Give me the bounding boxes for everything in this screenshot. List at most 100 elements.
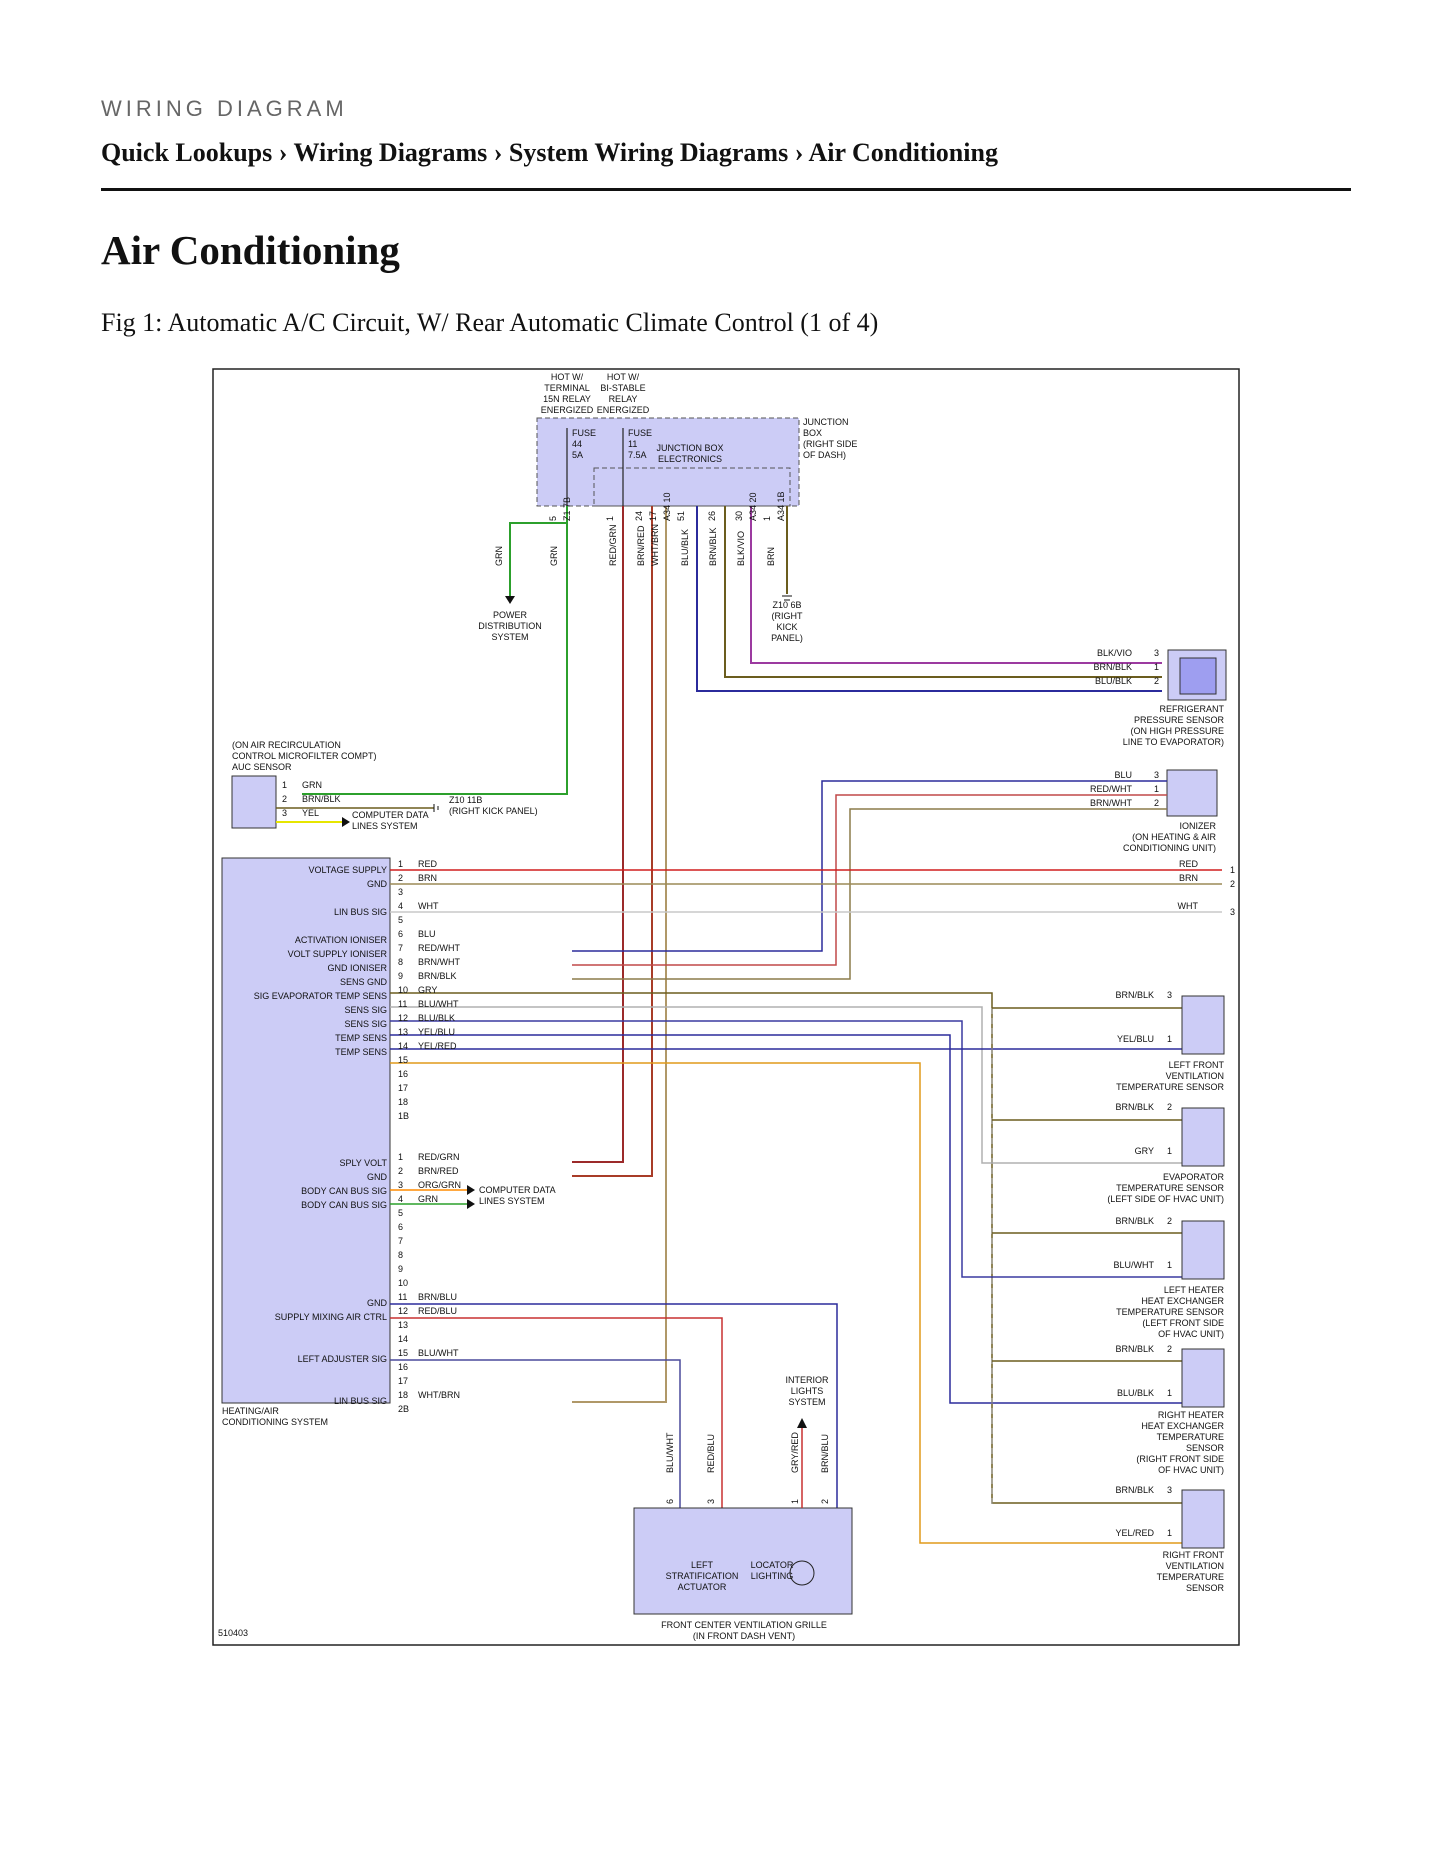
ground-z10-11b-label: (RIGHT KICK PANEL) (449, 806, 538, 816)
hvac-pin: 12 (398, 1306, 408, 1316)
ground-z10-6b-label: KICK (776, 622, 797, 632)
hvac-pin: 13 (398, 1320, 408, 1330)
vent-grille-name: FRONT CENTER VENTILATION GRILLE (661, 1620, 827, 1630)
grille-pin: 1 (790, 1499, 800, 1504)
temp-sensor-name: (LEFT FRONT SIDE (1142, 1318, 1224, 1328)
junction-box-name: BOX (803, 428, 822, 438)
hot-label-bistable: ENERGIZED (597, 405, 650, 415)
junction-box-name: JUNCTION (803, 417, 849, 427)
temp-sensor-pin: 1 (1167, 1260, 1172, 1270)
temp-sensor-pin: 1 (1167, 1388, 1172, 1398)
refrigerant-wire-label: BLK/VIO (1097, 648, 1132, 658)
hvac-pin: 7 (398, 943, 403, 953)
breadcrumb-separator: › (493, 138, 503, 167)
ground-z10-11b-label: Z10 11B (449, 795, 482, 805)
ionizer-wire-label: RED/WHT (1090, 784, 1132, 794)
temp-sensor-name: RIGHT HEATER (1158, 1410, 1225, 1420)
refrigerant-pin: 1 (1154, 662, 1159, 672)
refrigerant-pin: 3 (1154, 648, 1159, 658)
junction-box-electronics-label: JUNCTION BOX (656, 443, 723, 453)
fuse-44-label: FUSE (572, 428, 596, 438)
breadcrumb: Quick Lookups › Wiring Diagrams › System… (101, 138, 998, 168)
breadcrumb-wiring-diagrams[interactable]: Wiring Diagrams (293, 138, 488, 167)
grille-wire-label: RED/BLU (706, 1434, 716, 1473)
ionizer (1166, 769, 1218, 817)
hvac-wire-label: GRN (418, 1194, 438, 1204)
refrigerant-sensor-name: LINE TO EVAPORATOR) (1123, 737, 1224, 747)
temp-sensor-wire-label: BRN/BLK (1115, 990, 1154, 1000)
ground-z10-11b (433, 804, 439, 812)
breadcrumb-air-conditioning[interactable]: Air Conditioning (808, 138, 998, 167)
hvac-pin: 1 (398, 859, 403, 869)
interior-lights-label: LIGHTS (791, 1386, 824, 1396)
hvac-wire-label: YEL/RED (418, 1041, 457, 1051)
figure-caption: Fig 1: Automatic A/C Circuit, W/ Rear Au… (101, 308, 879, 337)
junction-box-pin: A34 20 (748, 492, 758, 521)
refrigerant-pin: 2 (1154, 676, 1159, 686)
hvac-pin: 2 (398, 1166, 403, 1176)
auc-wire-label: YEL (302, 808, 319, 818)
breadcrumb-separator: › (794, 138, 804, 167)
wire-color-label: GRN (494, 546, 504, 566)
hvac-pin: 2 (398, 873, 403, 883)
breadcrumb-quick-lookups[interactable]: Quick Lookups (101, 138, 273, 167)
breadcrumb-system-wiring-diagrams[interactable]: System Wiring Diagrams (508, 138, 789, 167)
wire-color-label: BRN/RED (636, 525, 646, 566)
temp-sensor-name: TEMPERATURE SENSOR (1116, 1307, 1224, 1317)
grille-pin: 6 (665, 1499, 675, 1504)
locator-lighting-label: LOCATOR (751, 1560, 794, 1570)
temp-sensor-pin: 2 (1167, 1102, 1172, 1112)
temp-sensor-boxes (1181, 995, 1225, 1549)
hvac-function-label: VOLT SUPPLY IONISER (288, 949, 388, 959)
hvac-function-label: SPLY VOLT (339, 1158, 387, 1168)
hvac-function-label: SENS SIG (344, 1005, 387, 1015)
junction-box-wires (302, 506, 1162, 1403)
locator-lighting-label: LIGHTING (751, 1571, 794, 1581)
hvac-pin: 17 (398, 1376, 408, 1386)
grille-wire-label: BLU/WHT (665, 1432, 675, 1473)
hvac-wire-label: RED (418, 859, 438, 869)
hvac-pin: 1 (398, 1152, 403, 1162)
fuse-11-label: 7.5A (628, 450, 647, 460)
temp-sensor-name: TEMPERATURE (1157, 1572, 1224, 1582)
auc-wire-label: GRN (302, 780, 322, 790)
continuation-pin: 2 (1230, 879, 1235, 889)
hvac-pin: 8 (398, 1250, 403, 1260)
junction-box-pin: 51 (676, 511, 686, 521)
hvac-pin: 1B (398, 1111, 409, 1121)
temp-sensor-name: SENSOR (1186, 1583, 1225, 1593)
auc-sensor-name: (ON AIR RECIRCULATION (232, 740, 341, 750)
ground-z10-6b-label: Z10 6B (772, 600, 801, 610)
junction-box-pin: 30 (734, 511, 744, 521)
hvac-wire-label: BLU/BLK (418, 1013, 455, 1023)
hvac-wire-label: YEL/BLU (418, 1027, 455, 1037)
hvac-wire-label: GRY (418, 985, 437, 995)
grille-pin: 2 (820, 1499, 830, 1504)
refrigerant-wire-label: BLU/BLK (1095, 676, 1132, 686)
junction-box-pin: 26 (707, 511, 717, 521)
hvac-wire-label: ORG/GRN (418, 1180, 461, 1190)
hvac-pin: 10 (398, 1278, 408, 1288)
front-center-vent-grille (633, 1507, 853, 1615)
refrigerant-sensor-name: PRESSURE SENSOR (1134, 715, 1225, 725)
hvac-data-lines-label: COMPUTER DATA (479, 1185, 556, 1195)
hvac-pin: 8 (398, 957, 403, 967)
auc-data-lines-label: LINES SYSTEM (352, 821, 418, 831)
temp-sensor-wire-label: BLU/WHT (1114, 1260, 1155, 1270)
ionizer-pin: 1 (1154, 784, 1159, 794)
hvac-function-label: LEFT ADJUSTER SIG (298, 1354, 387, 1364)
temp-sensor-pin: 2 (1167, 1216, 1172, 1226)
hvac-function-label: SUPPLY MIXING AIR CTRL (275, 1312, 387, 1322)
temp-sensor-name: LEFT FRONT (1169, 1060, 1225, 1070)
temp-sensor-name: HEAT EXCHANGER (1141, 1421, 1224, 1431)
ionizer-wire-label: BLU (1114, 770, 1132, 780)
continuation-wire-label: BRN (1179, 873, 1198, 883)
temp-sensor-name: OF HVAC UNIT) (1158, 1329, 1224, 1339)
hvac-module (221, 857, 391, 1404)
hvac-pin: 18 (398, 1097, 408, 1107)
fuse-44-label: 5A (572, 450, 583, 460)
ionizer-pin: 2 (1154, 798, 1159, 808)
temp-sensor-name: HEAT EXCHANGER (1141, 1296, 1224, 1306)
